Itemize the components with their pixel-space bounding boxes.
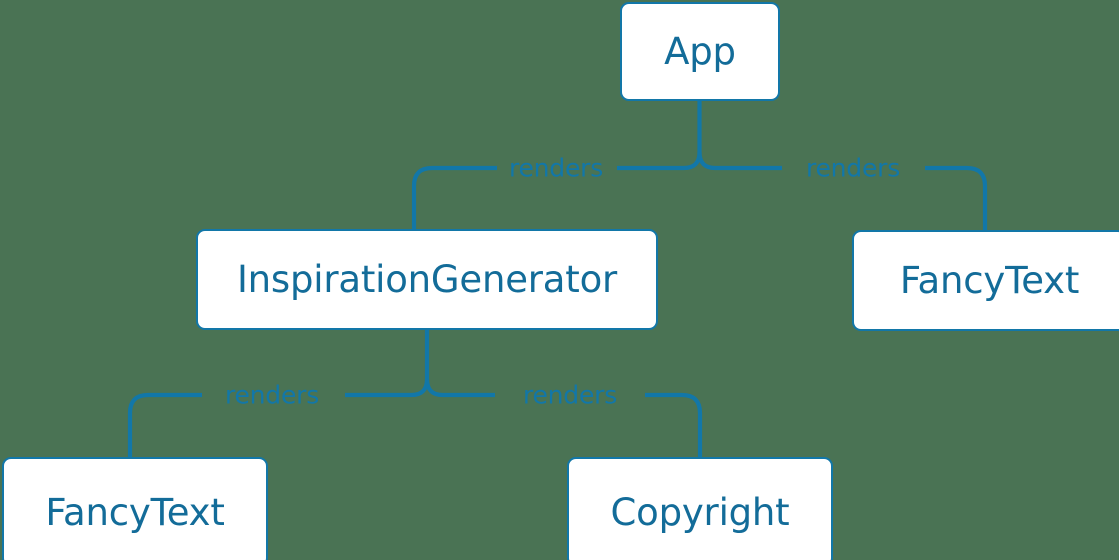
edge-label-inspirationgenerator-to-copyright: renders [522,380,618,410]
node-fancytext-left[interactable]: FancyText [2,457,268,560]
edge-label-app-to-inspirationgenerator: renders [508,153,604,183]
edge-ig-to-copyright-horizontal [424,378,495,398]
edge-ig-to-fancytext-elbow [127,392,149,457]
edge-ig-to-copyright-elbow [681,392,703,457]
node-app[interactable]: App [620,2,780,101]
edge-app-to-fancytext-elbow [966,165,988,230]
edge-app-to-inspiration-horizontal [617,151,702,171]
edge-label-inspirationgenerator-to-fancytext: renders [224,380,320,410]
node-inspirationgenerator[interactable]: InspirationGenerator [196,229,658,330]
node-copyright[interactable]: Copyright [567,457,833,560]
edge-app-to-inspiration-elbow [411,165,433,229]
node-copyright-label: Copyright [610,490,790,534]
edge-label-app-to-fancytext: renders [805,153,901,183]
node-inspirationgenerator-label: InspirationGenerator [236,258,618,301]
node-fancytext-left-label: FancyText [45,490,225,534]
edge-ig-to-fancytext-horizontal [345,378,430,398]
node-app-label: App [664,30,736,73]
edge-app-to-fancytext-horizontal [697,151,782,171]
node-fancytext-right[interactable]: FancyText [852,230,1119,331]
node-fancytext-right-label: FancyText [899,259,1080,302]
